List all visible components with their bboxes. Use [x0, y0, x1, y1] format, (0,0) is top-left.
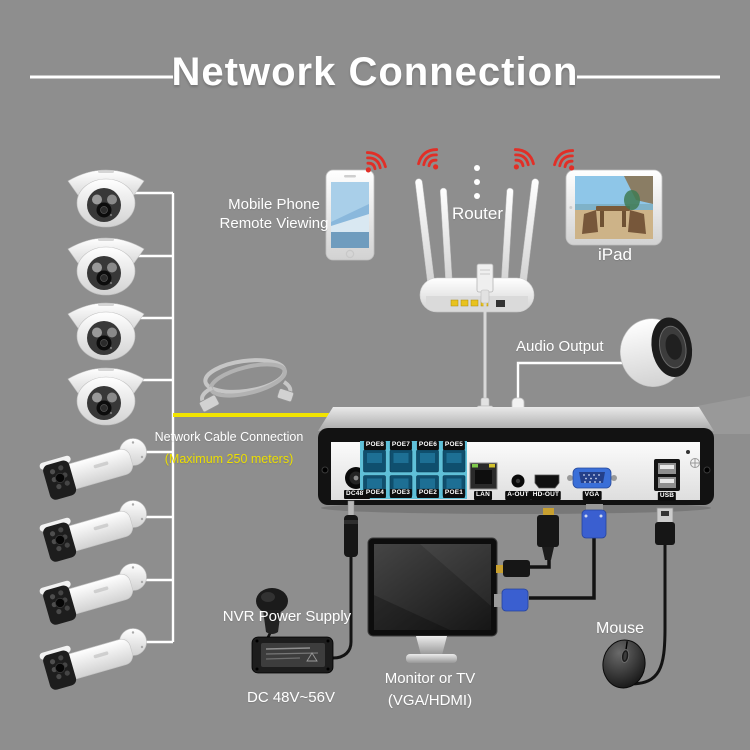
hdmi-cable [496, 508, 559, 577]
wifi-icon [504, 144, 538, 178]
vga-port [567, 467, 617, 489]
mobile-phone-label: Mobile Phone Remote Viewing [201, 196, 347, 234]
bullet-camera [38, 628, 147, 693]
usb-mouse-cable [629, 507, 675, 686]
port-label-poe8: POE8 [363, 441, 387, 450]
page-title: Network Connection [171, 50, 579, 94]
router [415, 165, 539, 313]
speaker [620, 317, 693, 387]
mobile-phone-label-line1: Mobile Phone [228, 196, 320, 213]
port-label-a-out: A-OUT [505, 491, 531, 500]
audio-output-line [516, 361, 633, 400]
port-label-poe1: POE1 [442, 489, 466, 498]
network-cable-coil [199, 358, 295, 413]
power-supply [251, 500, 358, 674]
dc-plug [344, 500, 358, 557]
monitor [367, 537, 498, 663]
bullet-camera [38, 500, 147, 565]
nvr [318, 407, 714, 505]
power-brick [251, 636, 334, 674]
usb-ports [654, 459, 680, 491]
dome-camera [67, 237, 145, 296]
smartphone [325, 169, 375, 261]
ipad [565, 169, 663, 246]
network-cable-note: (Maximum 250 meters) [164, 452, 294, 466]
dome-camera [67, 302, 145, 361]
mobile-phone-label-line2: Remote Viewing [219, 214, 329, 232]
mouse-label: Mouse [595, 620, 645, 637]
port-label-poe5: POE5 [442, 441, 466, 450]
poe-port-inners [367, 453, 462, 489]
bullet-camera [38, 563, 147, 628]
port-label-poe6: POE6 [416, 441, 440, 450]
port-label-usb: USB [657, 492, 677, 501]
ipad-label: iPad [597, 245, 633, 264]
dome-camera [67, 367, 145, 426]
port-label-poe7: POE7 [389, 441, 413, 450]
nvr-power-supply-label: NVR Power Supply [222, 608, 352, 625]
vga-cable [494, 504, 607, 612]
bullet-camera [38, 438, 147, 503]
ac-plug [256, 588, 288, 634]
port-label-poe2: POE2 [416, 489, 440, 498]
port-label-vga: VGA [582, 491, 602, 500]
port-label-lan: LAN [474, 491, 492, 500]
monitor-note: (VGA/HDMI) [387, 692, 473, 709]
audio-output-label: Audio Output [516, 338, 604, 355]
power-rating-label: DC 48V~56V [247, 689, 335, 706]
router-label: Router [451, 204, 504, 223]
wifi-icon [414, 144, 448, 178]
port-label-hd-out: HD-OUT [530, 491, 562, 500]
dome-camera [67, 169, 145, 228]
monitor-label: Monitor or TV [384, 670, 476, 687]
port-label-poe4: POE4 [363, 489, 387, 498]
mouse [602, 639, 646, 689]
hdmi-port [534, 474, 560, 489]
network-cable-label: Network Cable Connection [154, 430, 304, 444]
port-label-dc48v: DC48V [344, 490, 370, 499]
port-label-poe3: POE3 [389, 489, 413, 498]
